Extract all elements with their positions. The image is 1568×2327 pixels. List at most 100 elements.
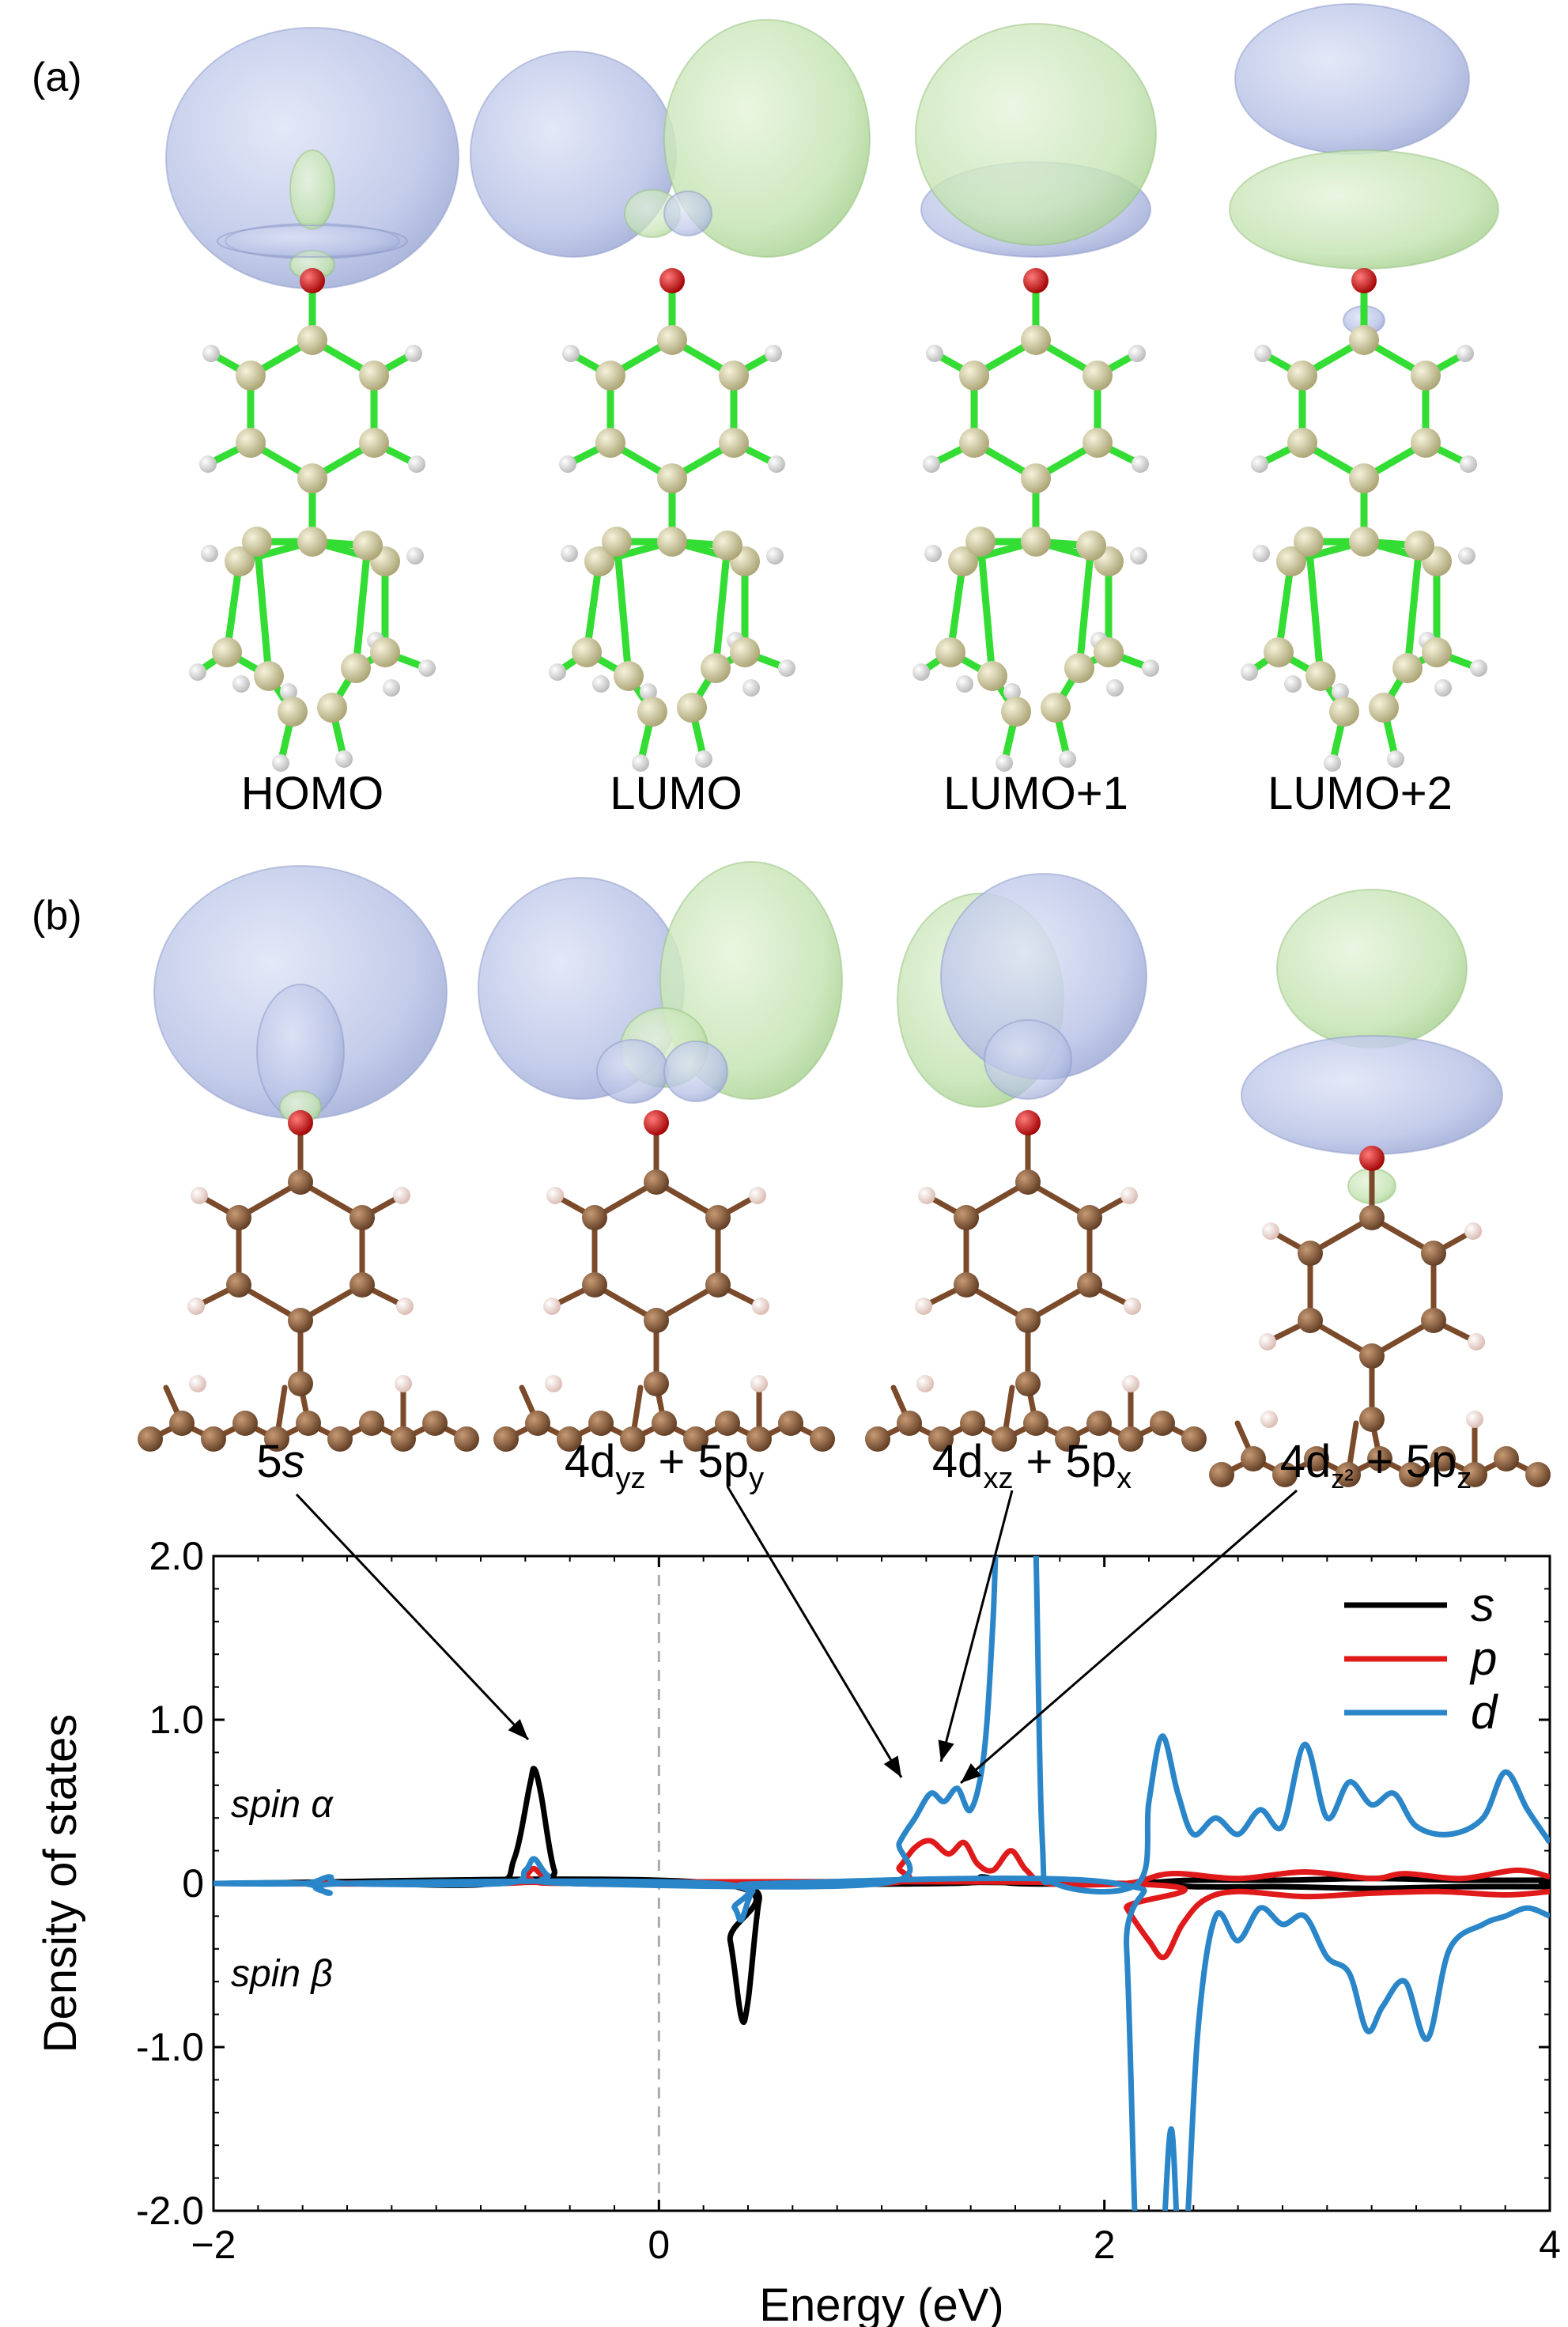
carbon-atom bbox=[588, 1411, 614, 1436]
label-5s: 5s bbox=[256, 1436, 304, 1487]
annotation-arrow-line bbox=[726, 1486, 903, 1778]
hydrogen-atom bbox=[1142, 659, 1159, 677]
carbon-atom bbox=[1023, 1411, 1048, 1436]
carbon-atom bbox=[715, 1411, 740, 1436]
hydrogen-atom bbox=[918, 1187, 935, 1204]
carbon-atom bbox=[254, 661, 284, 691]
carbon-atom bbox=[317, 693, 347, 723]
y-tick-label: 2.0 bbox=[149, 1534, 204, 1578]
hydrogen-atom bbox=[562, 345, 580, 362]
bond bbox=[712, 542, 731, 672]
carbon-atom bbox=[657, 325, 687, 355]
oxygen-atom bbox=[300, 268, 325, 293]
bond bbox=[946, 557, 967, 656]
carbon-atom bbox=[637, 697, 667, 727]
carbon-atom bbox=[582, 1272, 607, 1298]
hydrogen-atom bbox=[561, 545, 578, 562]
panel-label-b: (b) bbox=[32, 893, 82, 939]
carbon-atom bbox=[1041, 693, 1071, 723]
carbon-atom bbox=[614, 661, 644, 691]
hydrogen-atom bbox=[1130, 547, 1147, 565]
carbon-atom bbox=[595, 428, 625, 458]
carbon-atom bbox=[746, 1426, 772, 1452]
annotation-arrow-head bbox=[508, 1718, 528, 1740]
hydrogen-atom bbox=[1262, 1222, 1279, 1240]
bond bbox=[352, 542, 372, 672]
legend-label-d: d bbox=[1471, 1686, 1498, 1739]
y-tick-label: 0 bbox=[182, 1861, 204, 1906]
x-tick-label: 0 bbox=[648, 2223, 670, 2267]
label-4dyz-5py: 4dyz + 5py bbox=[565, 1436, 764, 1495]
bond bbox=[977, 538, 996, 680]
carbon-atom bbox=[1015, 1371, 1041, 1396]
hydrogen-atom bbox=[1460, 455, 1477, 473]
carbon-atom bbox=[1305, 661, 1336, 691]
y-tick-label: -2.0 bbox=[136, 2189, 204, 2233]
atoms bbox=[1209, 1146, 1551, 1487]
hydrogen-atom bbox=[996, 754, 1013, 772]
bond bbox=[253, 538, 273, 680]
carbon-atom bbox=[1287, 428, 1317, 458]
carbon-atom bbox=[1086, 1411, 1112, 1436]
carbon-atom bbox=[719, 361, 749, 391]
hydrogen-atom bbox=[926, 345, 943, 362]
hydrogen-atom bbox=[1241, 663, 1258, 681]
carbon-atom bbox=[705, 1205, 731, 1230]
annotation-arrows bbox=[295, 1486, 1298, 1785]
carbon-atom bbox=[1421, 1308, 1446, 1333]
hydrogen-atom bbox=[546, 1187, 564, 1204]
hydrogen-atom bbox=[750, 1375, 768, 1392]
carbon-atom bbox=[169, 1411, 195, 1436]
hydrogen-atom bbox=[752, 1298, 769, 1315]
hydrogen-atom bbox=[1466, 1411, 1483, 1428]
hydrogen-atom bbox=[189, 663, 206, 681]
carbon-atom bbox=[1421, 1241, 1446, 1266]
molecule bbox=[138, 1110, 479, 1452]
hydrogen-atom bbox=[766, 547, 784, 565]
carbon-atom bbox=[226, 1272, 251, 1298]
carbon-atom bbox=[297, 325, 327, 355]
annotation-arrow-line bbox=[295, 1493, 530, 1741]
hydrogen-atom bbox=[632, 754, 649, 772]
carbon-atom bbox=[897, 1411, 922, 1436]
carbon-atom bbox=[582, 1205, 607, 1230]
panel-label-a: (a) bbox=[32, 55, 82, 100]
carbon-atom bbox=[1336, 1462, 1361, 1487]
hydrogen-atom bbox=[549, 663, 566, 681]
carbon-atom bbox=[201, 1426, 226, 1452]
hydrogen-atom bbox=[232, 675, 250, 693]
molecule bbox=[549, 268, 795, 772]
series-s-spin-up bbox=[213, 1766, 1550, 1888]
carbon-atom bbox=[959, 428, 989, 458]
carbon-atom bbox=[1525, 1462, 1551, 1487]
hydrogen-atom bbox=[1120, 1187, 1138, 1204]
carbon-atom bbox=[935, 637, 965, 667]
label-lumo-plus-2: LUMO+2 bbox=[1268, 768, 1453, 819]
carbon-atom bbox=[138, 1426, 163, 1452]
oxygen-atom bbox=[644, 1110, 669, 1135]
hydrogen-atom bbox=[201, 545, 218, 562]
orbital-lobe-blue bbox=[1234, 3, 1470, 155]
annotation-arrow-head bbox=[961, 1763, 982, 1783]
hydrogen-atom bbox=[393, 1187, 410, 1204]
bond bbox=[583, 557, 603, 656]
panel-b-orbitals bbox=[138, 861, 1551, 1487]
carbon-atom bbox=[1150, 1411, 1175, 1436]
hydrogen-atom bbox=[418, 659, 436, 677]
orbital-lobe-green bbox=[289, 149, 335, 230]
carbon-atom bbox=[1349, 325, 1379, 355]
orbital-lobe-blue bbox=[1241, 1035, 1503, 1155]
oxygen-atom bbox=[1351, 268, 1377, 293]
atoms bbox=[865, 1110, 1207, 1452]
orbital-lobe-green bbox=[915, 23, 1157, 246]
hydrogen-atom bbox=[1122, 1375, 1139, 1392]
carbon-atom bbox=[1494, 1446, 1519, 1471]
carbon-atom bbox=[1021, 463, 1051, 493]
hydrogen-atom bbox=[915, 1298, 932, 1315]
molecule bbox=[1209, 1146, 1551, 1487]
carbon-atom bbox=[212, 637, 242, 667]
carbon-atom bbox=[1462, 1462, 1487, 1487]
carbon-atom bbox=[719, 428, 749, 458]
oxygen-atom bbox=[1359, 1146, 1385, 1171]
